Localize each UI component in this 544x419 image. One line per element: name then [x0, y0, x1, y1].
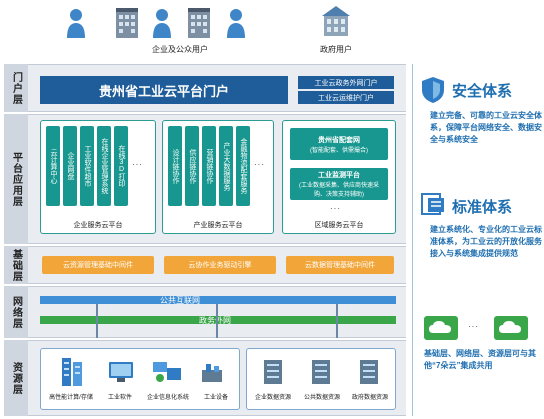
standard-icon [421, 193, 444, 215]
person-icon [153, 9, 171, 38]
data-mgmt-middleware[interactable]: 云数据管理基础中间件 [286, 256, 394, 274]
resource-mgmt-middleware[interactable]: 云资源管理基础中间件 [42, 256, 154, 274]
server-rack-icon [62, 358, 82, 386]
resource-enterprise-data-label: 企业数据资源 [254, 395, 291, 401]
cloud-icon [424, 316, 458, 340]
shield-icon [422, 77, 444, 103]
industry-more-dots: ··· [254, 160, 265, 169]
standard-title: 标准体系 [452, 199, 513, 216]
resource-public-data-label: 公共数据资源 [303, 395, 340, 401]
enterprise-users-label: 企业及公众用户 [152, 45, 208, 54]
service-enterprise-disk[interactable]: 企业网盘 [63, 126, 77, 206]
resource-enterprise-system-label: 企业信息化系统 [146, 395, 189, 401]
security-title: 安全体系 [452, 83, 513, 100]
service-3d-print[interactable]: 在线3D打印 [114, 126, 128, 206]
platform-layer-label: 平台应用层 [4, 114, 28, 244]
gov-network-label: 政务外网 [199, 316, 231, 325]
network-layer-label: 网络层 [4, 286, 28, 338]
right-divider [412, 64, 413, 416]
database-icon [312, 360, 330, 384]
gov-portal-box[interactable]: 工业云政务外网门户 [298, 76, 394, 89]
cloud-icon [494, 316, 528, 340]
regional-more-dots: ··· [330, 204, 341, 213]
security-text: 建立完备、可靠的工业云安全体系，保障平台网络安全、数据安全与系统安全 [430, 111, 542, 144]
resource-software-label: 工业软件 [107, 395, 132, 401]
regional-supply-network-title: 贵州省配套网 [318, 136, 360, 144]
service-online-mgmt[interactable]: 在线企业管理系统 [97, 126, 111, 206]
resource-gov-data-label: 政府数据资源 [351, 395, 388, 401]
building-icon [188, 8, 210, 38]
industry-monitor-platform-box[interactable]: 工业监测平台 (工业数据采集、供应商快速采购、决策支持辅助) [290, 168, 388, 200]
network-layer-band [4, 286, 406, 338]
portal-main-box[interactable]: 贵州省工业云平台门户 [40, 76, 288, 104]
regional-supply-network-box[interactable]: 贵州省配套网 (智能配套、供需撮合) [290, 128, 388, 160]
service-cloud-computing[interactable]: 云计算中心 [46, 126, 60, 206]
database-icon [360, 360, 378, 384]
network-connector [96, 304, 98, 338]
service-industry-bigdata[interactable]: 产业大数据服务 [219, 126, 233, 206]
industrial-equipment-icon [202, 364, 222, 382]
industry-monitor-title: 工业监测平台 [318, 172, 360, 179]
regional-group-caption: 区域服务云平台 [314, 222, 364, 229]
network-connector [336, 304, 338, 338]
service-finance-logistics[interactable]: 金融物流配套服务 [236, 126, 250, 206]
building-icon [116, 8, 138, 38]
network-connector [216, 304, 218, 338]
service-marketing-chain[interactable]: 营销链协作 [202, 126, 216, 206]
public-internet-bar [40, 296, 396, 304]
public-internet-label: 公共互联网 [160, 296, 200, 305]
gov-network-bar [40, 316, 396, 324]
software-icon [109, 362, 133, 382]
business-collab-engine[interactable]: 云协作业务驱动引擎 [164, 256, 276, 274]
integration-text: 基础层、网络层、资源层可与其他“7朵云”集成共用 [424, 349, 536, 370]
service-software-market[interactable]: 工业软件超市 [80, 126, 94, 206]
standard-text: 建立系统化、专业化的工业云标准体系，为工业云的开放化服务接入与系统集成提供规范 [430, 225, 542, 258]
person-icon [227, 9, 245, 38]
government-users-label: 政府用户 [320, 45, 352, 54]
enterprise-group-caption: 企业服务云平台 [73, 222, 123, 229]
resource-equipment-label: 工业设备 [203, 395, 228, 401]
industry-group-caption: 产业服务云平台 [193, 222, 243, 229]
foundation-layer-label: 基础层 [4, 246, 28, 284]
cloud-more-dots: ··· [468, 322, 479, 331]
enterprise-system-icon [153, 362, 181, 382]
service-design-chain[interactable]: 设计链协作 [168, 126, 182, 206]
person-icon [67, 9, 85, 38]
industry-monitor-sub: (工业数据采集、供应商快速采购、决策支持辅助) [299, 183, 379, 198]
users-area: 企业及公众用户 政府用户 [30, 4, 390, 60]
resource-hpc-label: 高性能计算/存储 [49, 395, 93, 401]
government-building-icon [322, 6, 350, 36]
resource-layer-label: 资源层 [4, 340, 28, 416]
database-icon [264, 360, 282, 384]
service-supply-chain[interactable]: 供应链协作 [185, 126, 199, 206]
regional-supply-network-sub: (智能配套、供需撮合) [310, 147, 368, 154]
enterprise-more-dots: ··· [132, 160, 143, 169]
ops-portal-box[interactable]: 工业云运维护门户 [298, 91, 394, 104]
portal-layer-label: 门户层 [4, 64, 28, 112]
